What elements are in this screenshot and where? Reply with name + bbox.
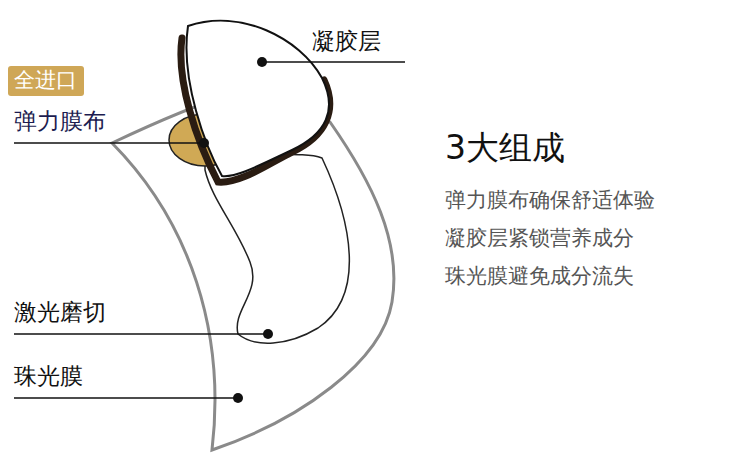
leader-line — [14, 142, 204, 144]
part-label: 弹力膜布 — [14, 108, 106, 136]
part-label: 珠光膜 — [14, 363, 83, 391]
part-label: 激光磨切 — [14, 299, 106, 327]
badge-text: 全进口 — [14, 68, 78, 93]
body-text: 凝胶层紧锁营养成分 — [445, 226, 634, 251]
body-text: 弹力膜布确保舒适体验 — [445, 188, 655, 213]
part-label: 凝胶层 — [312, 28, 381, 56]
badge: 全进口 — [8, 66, 84, 96]
leader-dot — [233, 393, 243, 403]
gel-layer — [187, 21, 329, 177]
leader-dot — [263, 329, 273, 339]
body-text: 珠光膜避免成分流失 — [445, 264, 634, 289]
leader-dot — [199, 138, 209, 148]
leader-line — [14, 397, 238, 399]
leader-line — [262, 61, 405, 63]
leader-line — [14, 333, 268, 335]
title: 3大组成 — [445, 128, 565, 168]
leader-dot — [257, 57, 267, 67]
